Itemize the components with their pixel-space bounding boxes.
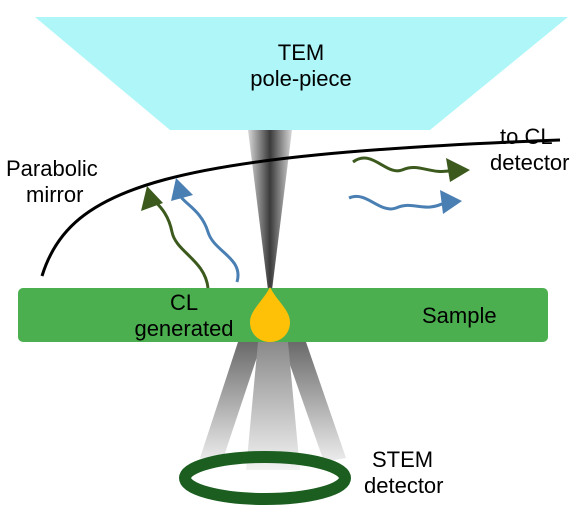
cl-wave-green-up: [150, 197, 210, 289]
cl-arrowhead-blue-right: [440, 190, 462, 214]
tem-label: TEM pole-piece: [226, 40, 376, 92]
transmitted-beam: [246, 342, 300, 470]
to-cl-label-line2: detector: [490, 150, 570, 175]
tem-pole-piece: [35, 17, 568, 130]
cl-generated-label: CL generated: [124, 290, 244, 342]
stem-detector-label: STEM detector: [364, 447, 444, 499]
cl-label-line1: CL: [169, 290, 199, 315]
scattered-beam-left: [200, 342, 262, 462]
cl-wave-blue-right: [348, 194, 447, 211]
cl-spot: [250, 287, 290, 342]
parabolic-label-line1: Parabolic: [6, 156, 98, 181]
parabolic-mirror: [40, 138, 561, 277]
to-cl-label-line1: to CL: [500, 124, 553, 149]
cl-arrowhead-blue-up: [171, 178, 193, 201]
cl-label-line2: generated: [134, 316, 234, 341]
tem-label-line1: TEM: [277, 40, 325, 65]
stem-detector-ring: [179, 451, 351, 505]
electron-beam: [248, 130, 292, 290]
stem-label-line2: detector: [364, 473, 444, 498]
scattered-beam-right: [282, 342, 346, 462]
cl-wave-green-right: [352, 156, 455, 173]
cl-arrowhead-green-up: [141, 186, 163, 211]
sample-label: Sample: [422, 303, 497, 328]
parabolic-label-line2: mirror: [26, 182, 84, 207]
cl-wave-blue-up: [179, 196, 240, 283]
tem-label-line2: pole-piece: [250, 66, 352, 91]
cl-arrowhead-green-right: [446, 158, 470, 182]
to-cl-detector-label: to CL detector: [490, 124, 580, 176]
stem-label-line1: STEM: [372, 447, 434, 472]
parabolic-mirror-label: Parabolic mirror: [6, 156, 98, 208]
